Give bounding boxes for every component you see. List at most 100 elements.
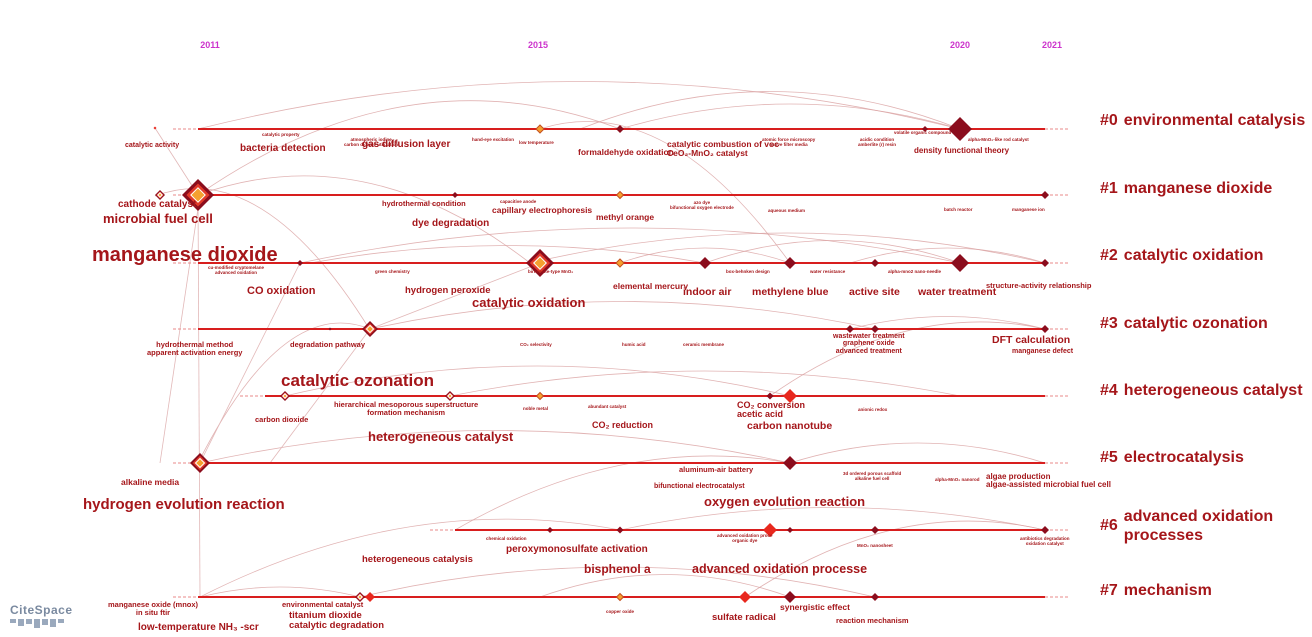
citation-arc bbox=[199, 518, 621, 598]
citation-arc bbox=[359, 566, 876, 598]
keyword-label: oxygen evolution reaction bbox=[704, 494, 866, 509]
keyword-node bbox=[447, 393, 453, 399]
keyword-node bbox=[615, 592, 625, 602]
keyword-node bbox=[535, 124, 545, 134]
keyword-label: aqueous medium bbox=[768, 208, 806, 213]
keyword-label: azo dye bifunctional oxygen electrode bbox=[670, 200, 734, 210]
keyword-label: green chemistry bbox=[375, 269, 410, 274]
keyword-label: manganese defect bbox=[1012, 348, 1074, 355]
keyword-node bbox=[452, 192, 458, 198]
citation-arc bbox=[849, 247, 1046, 264]
keyword-label: manganese ion bbox=[1012, 207, 1045, 212]
keyword-label: water treatment bbox=[918, 286, 997, 298]
keyword-label: catalytic property bbox=[262, 132, 300, 137]
logo-bars-icon bbox=[10, 619, 73, 628]
keyword-node bbox=[948, 117, 972, 141]
citation-arc bbox=[704, 240, 961, 264]
citation-arc bbox=[579, 91, 961, 130]
keyword-label: acidic condition amberlite (r) resin bbox=[858, 137, 897, 147]
keyword-label: bifunctional electrocatalyst bbox=[654, 483, 745, 490]
keyword-node bbox=[784, 257, 796, 269]
keyword-label: manganese oxide (mnox) in situ ftir bbox=[108, 600, 199, 617]
keyword-node bbox=[783, 456, 797, 470]
citation-link bbox=[369, 262, 541, 330]
keyword-label: chemical oxidation bbox=[486, 536, 527, 541]
keyword-node bbox=[535, 391, 545, 401]
citation-arc bbox=[539, 121, 791, 264]
keyword-node bbox=[699, 257, 711, 269]
citation-arc bbox=[299, 227, 961, 264]
keyword-node bbox=[1041, 325, 1049, 333]
citation-arc bbox=[199, 430, 791, 464]
keyword-label: DFT calculation bbox=[992, 334, 1071, 346]
keyword-label: cathode catalyst bbox=[118, 199, 197, 210]
citation-arc bbox=[454, 455, 791, 531]
keyword-node bbox=[365, 324, 375, 334]
keyword-node bbox=[297, 260, 303, 266]
year-label: 2021 bbox=[1041, 40, 1063, 50]
keyword-label: abundant catalyst bbox=[588, 404, 627, 409]
keyword-node bbox=[763, 523, 777, 537]
keyword-node bbox=[783, 389, 797, 403]
keyword-node bbox=[739, 591, 751, 603]
year-label: 2011 bbox=[200, 40, 220, 50]
keyword-label: humic acid bbox=[622, 342, 646, 347]
keyword-label: low temperature bbox=[519, 140, 554, 145]
keyword-node bbox=[615, 190, 625, 200]
keyword-label: sulfate radical bbox=[712, 612, 776, 623]
keyword-label: formaldehyde oxidation bbox=[578, 147, 674, 157]
keyword-label: alpha-MnO₂ nanorod bbox=[935, 477, 980, 482]
keyword-label: reaction mechanism bbox=[836, 616, 909, 625]
keyword-label: low-temperature NH₃ -scr bbox=[138, 622, 259, 633]
keyword-node bbox=[328, 327, 332, 331]
keyword-label: degradation pathway bbox=[290, 340, 366, 349]
keyword-label: elemental mercury bbox=[613, 281, 689, 291]
keyword-node bbox=[787, 527, 793, 533]
keyword-label: MnO₂ nanosheet bbox=[857, 543, 893, 548]
keyword-label: heterogeneous catalyst bbox=[368, 429, 514, 444]
keyword-label: water resistance bbox=[810, 269, 846, 274]
keyword-label: catalytic combustion of voc CeO₂-MnO₂ ca… bbox=[667, 139, 779, 158]
keyword-label: alpha-MnO₂-like rod catalyst bbox=[968, 137, 1029, 142]
keyword-label: peroxymonosulfate activation bbox=[506, 544, 648, 555]
keyword-label: anionic redox bbox=[858, 407, 888, 412]
keyword-label: gas diffusion layer bbox=[362, 139, 451, 150]
keyword-label: capacitive anode bbox=[500, 199, 537, 204]
citation-arc bbox=[619, 507, 1046, 531]
citation-arc bbox=[529, 232, 1046, 264]
keyword-label: box-behnken design bbox=[726, 269, 770, 274]
keyword-label: microbial fuel cell bbox=[103, 211, 213, 226]
keyword-node bbox=[282, 393, 288, 399]
citation-link bbox=[199, 262, 301, 464]
keyword-label: catalytic activity bbox=[125, 142, 180, 149]
citation-arc bbox=[769, 321, 1046, 397]
keyword-label: advanced oxidation proce organic dye bbox=[717, 533, 773, 543]
keyword-node bbox=[871, 325, 879, 333]
keyword-label: synergistic effect bbox=[780, 602, 850, 612]
keyword-label: advanced oxidation processe bbox=[692, 562, 868, 576]
citation-arc bbox=[789, 442, 1046, 464]
keyword-label: active site bbox=[849, 286, 900, 298]
keyword-node bbox=[194, 457, 206, 469]
keyword-node bbox=[871, 259, 879, 267]
keyword-label: capillary electrophoresis bbox=[492, 205, 593, 215]
keyword-label: copper oxide bbox=[606, 609, 635, 614]
keyword-label: 3d ordered porous scaffold alkaline fuel… bbox=[843, 471, 902, 481]
citation-arc bbox=[154, 188, 371, 331]
keyword-label: birnessite-type MnO₂ bbox=[528, 269, 574, 274]
keyword-label: ceramic membrane bbox=[683, 342, 725, 347]
keyword-label: hierarchical mesoporous superstructure f… bbox=[334, 400, 479, 417]
citation-arcs bbox=[154, 81, 1046, 598]
citespace-logo: CiteSpace bbox=[10, 603, 73, 628]
keyword-label: volatile organic compound bbox=[894, 130, 952, 135]
keyword-node bbox=[1041, 191, 1049, 199]
keyword-label: titanium dioxide catalytic degradation bbox=[289, 610, 385, 631]
citation-arc bbox=[619, 247, 791, 264]
citation-link bbox=[154, 127, 199, 196]
keyword-label: heterogeneous catalysis bbox=[362, 554, 473, 565]
